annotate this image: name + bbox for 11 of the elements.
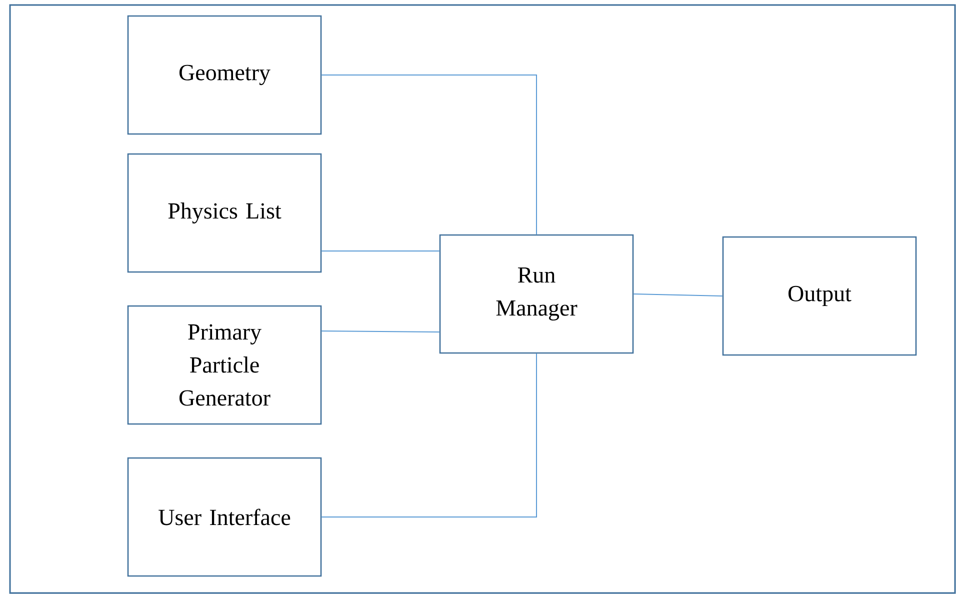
connector-line — [633, 294, 723, 296]
process-box: Output — [722, 236, 917, 356]
process-box: Physics List — [127, 153, 322, 273]
process-box: User Interface — [127, 457, 322, 577]
connector-line — [321, 74, 537, 235]
process-box: Geometry — [127, 15, 322, 135]
connector-line — [321, 353, 537, 518]
process-box: Primary Particle Generator — [127, 305, 322, 425]
process-box: Run Manager — [439, 234, 634, 354]
connector-line — [321, 250, 440, 252]
connector-line — [321, 330, 440, 332]
